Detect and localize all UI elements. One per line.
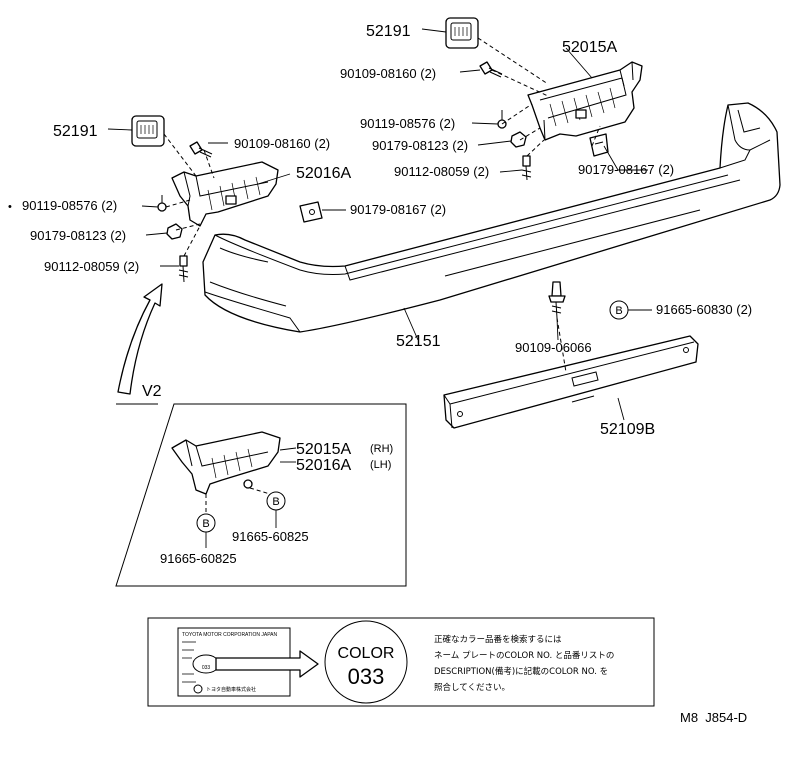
svg-text:B: B — [615, 305, 622, 317]
nut-90179-08123-left — [166, 223, 183, 240]
label-52016A: 52016A — [296, 165, 351, 182]
clip-90179-08167-left — [299, 201, 323, 223]
label-52151: 52151 — [396, 333, 441, 350]
label-90112-08059-left: 90112-08059 (2) — [44, 259, 139, 274]
reinforcement-52109B — [443, 335, 699, 429]
bolt-90109-08160-top — [479, 61, 503, 78]
plate-color-code: 033 — [202, 665, 211, 671]
color-badge: COLOR 033 — [324, 620, 408, 704]
clip-marker-b-main: B — [609, 300, 629, 320]
diagram-code: M8 J854-D — [680, 710, 747, 725]
inset-bracket — [171, 431, 281, 495]
svg-text:B: B — [272, 496, 279, 508]
inset-label-52015A: 52015A — [296, 441, 351, 458]
color-note-line1: 正確なカラー品番を検索するには — [434, 634, 562, 645]
inset-label-91665-60825-b: 91665-60825 — [160, 551, 237, 566]
label-90179-08167-right: 90179-08167 (2) — [578, 162, 674, 177]
socket-52191-top — [445, 17, 479, 49]
bolt-90109-06066 — [548, 281, 566, 319]
svg-text:B: B — [202, 518, 209, 530]
label-90179-08123-left: 90179-08123 (2) — [30, 228, 126, 243]
view-arrow — [117, 283, 163, 395]
color-badge-word: COLOR — [338, 645, 395, 662]
label-90109-08160-left: 90109-08160 (2) — [234, 136, 330, 151]
label-52191-left: 52191 — [53, 123, 98, 140]
label-90119-08576-left: 90119-08576 (2) — [22, 198, 117, 213]
stray-mark: • — [8, 201, 12, 213]
screw-90119-08576-left — [157, 202, 167, 212]
inset-v2: V2 52015A (RH) 52016A (LH) B B 91665-608… — [115, 383, 407, 587]
inset-label-91665-60825-a: 91665-60825 — [232, 529, 309, 544]
label-90179-08123-top: 90179-08123 (2) — [372, 138, 468, 153]
inset-marker-b1: B — [266, 491, 286, 511]
leader-lines — [107, 28, 652, 421]
inset-label-rh: (RH) — [370, 443, 393, 455]
label-52015A: 52015A — [562, 39, 617, 56]
part-labels: 52191 52015A 90109-08160 (2) 52191 90119… — [22, 23, 752, 438]
plate-header: TOYOTA MOTOR CORPORATION JAPAN — [182, 632, 277, 638]
color-note-line4: 照合してください。 — [434, 682, 510, 693]
label-90179-08167-left: 90179-08167 (2) — [350, 202, 446, 217]
inset-label-lh: (LH) — [370, 459, 391, 471]
screw-90112-08059-left — [178, 255, 189, 283]
inset-label-52016A: 52016A — [296, 457, 351, 474]
bracket-52015A — [527, 61, 643, 141]
bracket-52016A — [171, 161, 279, 227]
color-note-box: TOYOTA MOTOR CORPORATION JAPAN 033 トヨタ自動… — [147, 617, 655, 707]
screw-90112-08059-top — [521, 155, 532, 181]
assembly-lines — [163, 37, 601, 373]
inset-view-label: V2 — [142, 383, 162, 400]
label-91665-60830: 91665-60830 (2) — [656, 302, 752, 317]
nut-90179-08123-top — [510, 131, 527, 148]
inset-marker-b2: B — [196, 513, 216, 533]
color-note-line3: DESCRIPTION(備考)に記載のCOLOR NO. を — [434, 666, 608, 677]
color-note-line2: ネーム プレートのCOLOR NO. と品番リストの — [434, 650, 614, 661]
label-90109-08160-top: 90109-08160 (2) — [340, 66, 436, 81]
socket-52191-left — [131, 115, 165, 147]
color-badge-code: 033 — [348, 664, 385, 689]
label-90112-08059-top: 90112-08059 (2) — [394, 164, 489, 179]
label-90119-08576-top: 90119-08576 (2) — [360, 116, 455, 131]
color-pointer-arrow — [215, 650, 319, 678]
label-90109-06066: 90109-06066 — [515, 340, 592, 355]
bumper-cover-52151 — [202, 102, 781, 333]
plate-maker: トヨタ自動車株式会社 — [206, 686, 256, 693]
label-52109B: 52109B — [600, 421, 655, 438]
label-52191-top: 52191 — [366, 23, 411, 40]
bolt-90109-08160-left — [189, 141, 213, 158]
